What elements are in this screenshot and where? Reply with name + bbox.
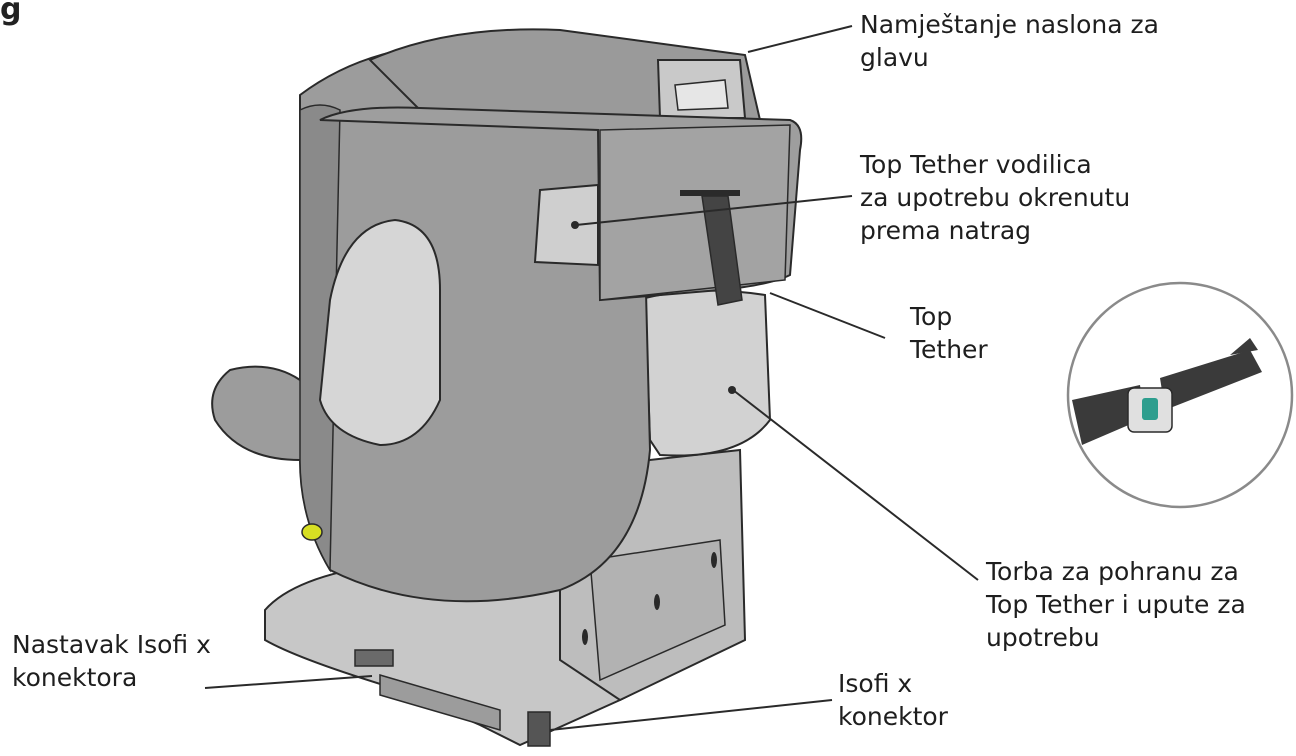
- isofix-connector-shape: [527, 711, 551, 747]
- label-isofix-connector: Isofi x konektor: [838, 667, 948, 733]
- leader-isofix-connector: [549, 699, 833, 731]
- base-hole-3: [582, 629, 588, 645]
- label-top-tether-guide: Top Tether vodilica za upotrebu okrenutu…: [860, 148, 1130, 247]
- base-hole-2: [711, 552, 717, 568]
- label-line: Namještanje naslona za: [860, 10, 1159, 39]
- side-tag-point: [571, 221, 579, 229]
- side-tag-panel: [533, 183, 599, 267]
- heading-fragment: g: [0, 0, 22, 27]
- label-line: Tether: [910, 335, 988, 364]
- storage-bag-point: [728, 386, 736, 394]
- label-storage-bag: Torba za pohranu za Top Tether i upute z…: [986, 555, 1246, 654]
- top-tether-guide-slot: [680, 190, 740, 196]
- leader-headrest: [747, 25, 853, 53]
- label-line: Top Tether i upute za: [986, 590, 1246, 619]
- label-line: Nastavak Isofi x: [12, 630, 211, 659]
- detail-inset: [1066, 281, 1294, 509]
- leader-top-tether: [769, 292, 886, 339]
- label-line: Top: [910, 302, 953, 331]
- headrest-adjust-handle: [674, 79, 729, 111]
- seat-shell-side: [299, 104, 341, 573]
- leader-isofix-extension: [204, 675, 373, 689]
- base-hole-1: [654, 594, 660, 610]
- base-front-panel: [589, 539, 726, 682]
- yellow-accent: [301, 523, 323, 541]
- label-line: Torba za pohranu za: [986, 557, 1239, 586]
- detail-strap-lower: [1072, 385, 1145, 445]
- label-isofix-extension: Nastavak Isofi x konektora: [12, 628, 211, 694]
- leader-tether-guide: [575, 195, 853, 226]
- label-line: konektora: [12, 663, 138, 692]
- label-line: upotrebu: [986, 623, 1100, 652]
- storage-bag: [643, 289, 772, 457]
- label-headrest-adjust: Namještanje naslona za glavu: [860, 8, 1159, 74]
- detail-strap-upper: [1160, 350, 1262, 410]
- leader-storage-bag: [732, 389, 979, 581]
- label-line: konektor: [838, 702, 948, 731]
- label-line: glavu: [860, 43, 929, 72]
- label-line: za upotrebu okrenutu: [860, 183, 1131, 212]
- side-window: [318, 218, 441, 447]
- top-tether-strap: [701, 195, 743, 306]
- label-line: prema natrag: [860, 216, 1032, 245]
- base-slot: [379, 674, 501, 731]
- isofix-extension-shape: [354, 649, 394, 667]
- label-top-tether: Top Tether: [910, 300, 988, 366]
- detail-hook: [1230, 338, 1258, 355]
- label-line: Top Tether vodilica: [860, 150, 1092, 179]
- detail-tag-green: [1142, 398, 1158, 420]
- label-line: Isofi x: [838, 669, 913, 698]
